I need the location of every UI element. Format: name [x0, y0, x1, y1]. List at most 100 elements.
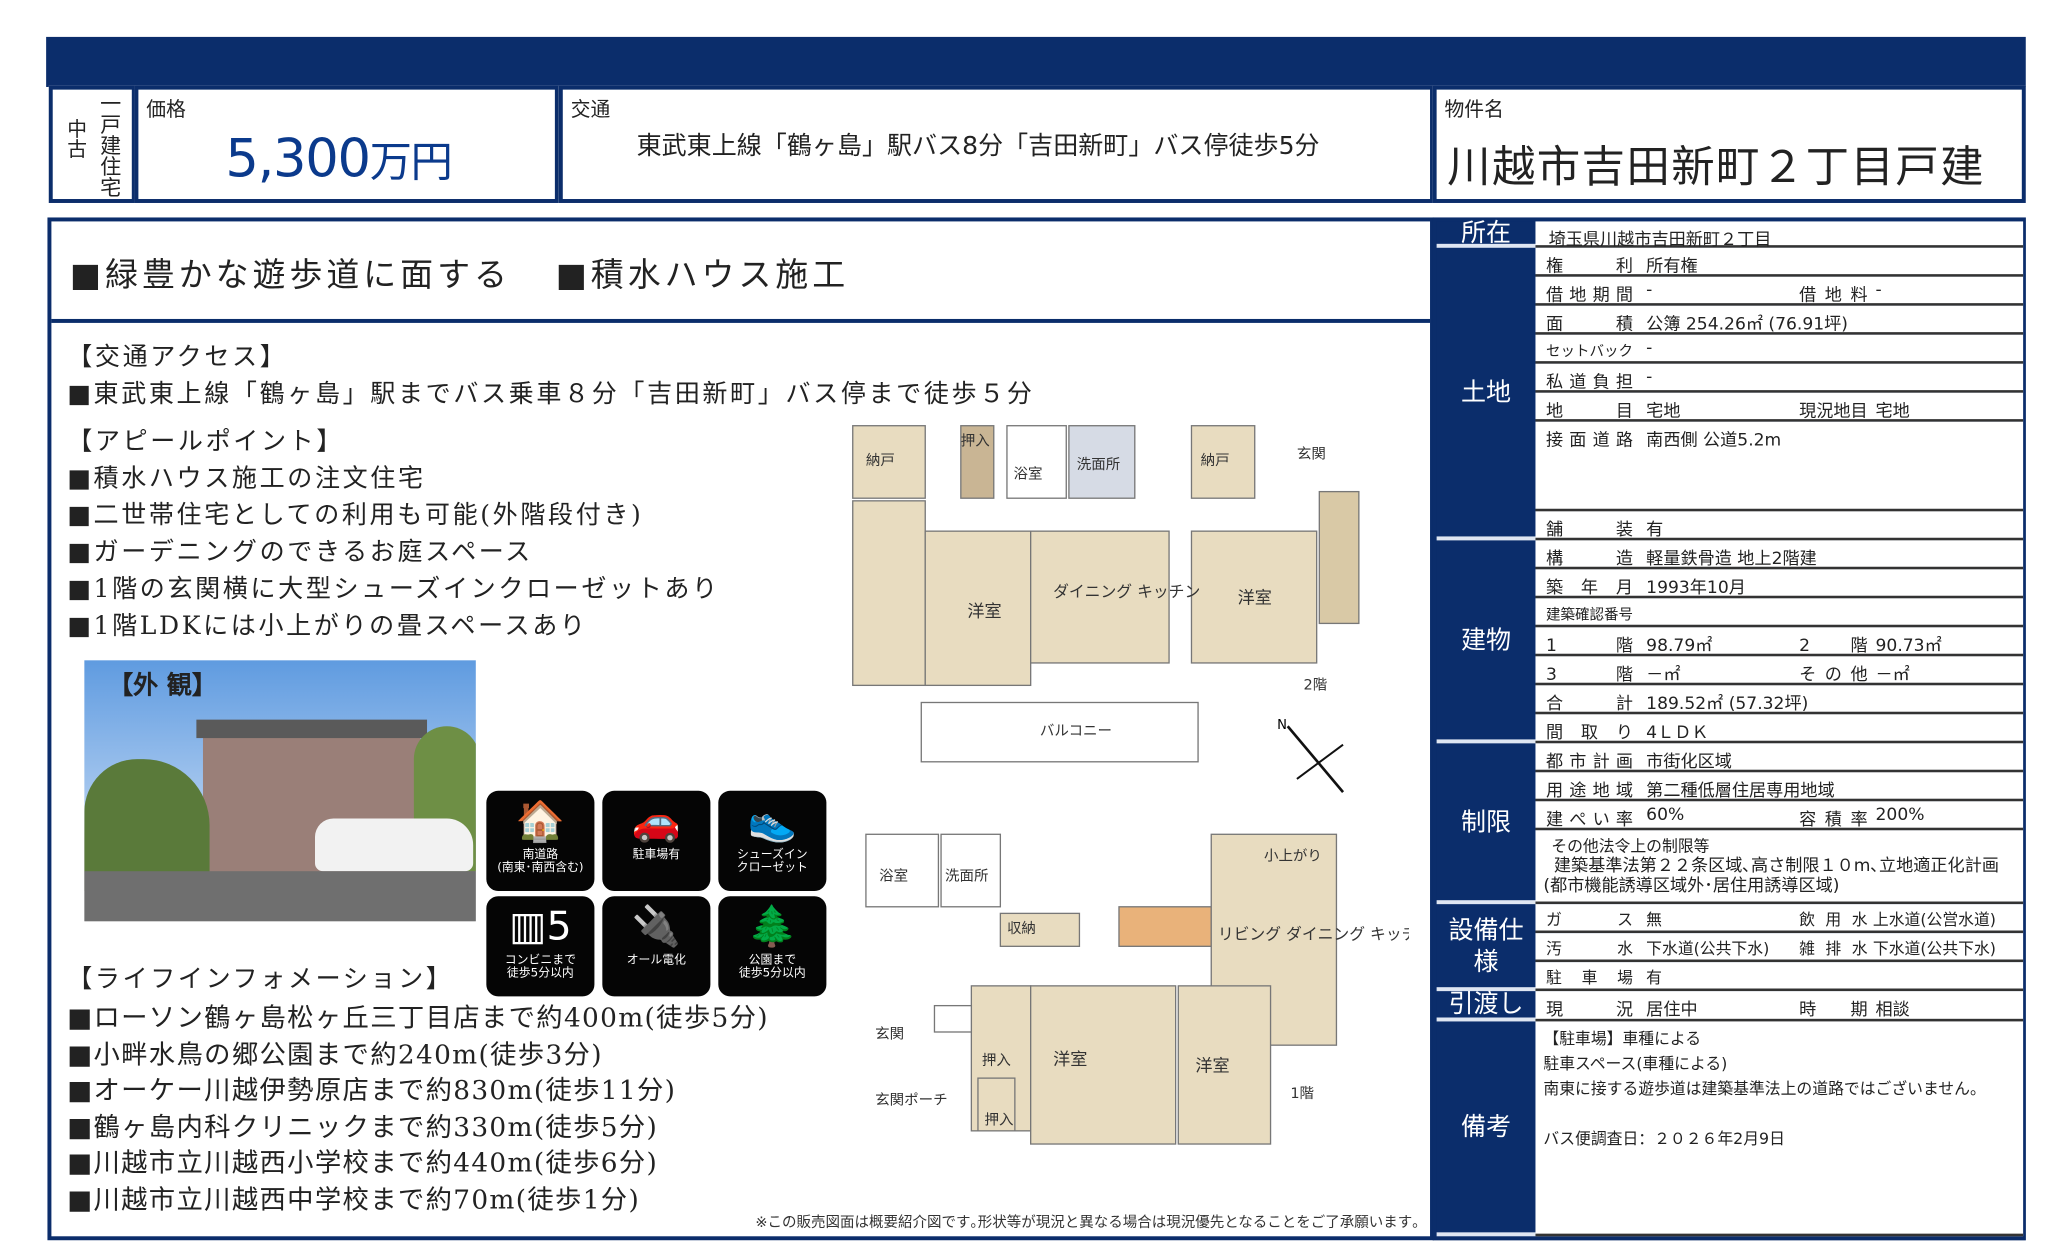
- room: [1190, 530, 1318, 664]
- appeal-title: 【アピールポイント】: [67, 427, 345, 457]
- room-label: 洋室: [1053, 1050, 1087, 1070]
- all-electric-icon-glyph: 🔌: [631, 904, 681, 951]
- remark-line: 駐車スペース(車種による): [1543, 1054, 1728, 1073]
- headline: ■緑豊かな遊歩道に面する■積水ハウス施工: [51, 221, 1431, 323]
- type-main: 一戸建住宅: [96, 92, 122, 198]
- icon-label: シューズイン: [737, 848, 808, 862]
- building-row: 構造軽量鉄骨造 地上2階建: [1535, 540, 2024, 570]
- type-sub: 中古: [64, 118, 89, 159]
- room-label: 玄関: [875, 1026, 904, 1043]
- row-k: 接面道路: [1546, 430, 1634, 451]
- life-item: ■小畔水鳥の郷公園まで約240m(徒歩3分): [67, 1037, 603, 1070]
- row-v2: －㎡: [1875, 665, 1910, 686]
- row-v: 軽量鉄骨造 地上2階建: [1646, 549, 1817, 570]
- south-road-icon-glyph: 🏠: [515, 798, 565, 845]
- room: [1006, 425, 1067, 499]
- room: [852, 425, 926, 499]
- row-k: 3 階: [1546, 665, 1634, 686]
- row-v: 第二種低層住居専用地域: [1646, 781, 1835, 802]
- land-row: 面積公簿 254.26㎡ (76.91坪): [1535, 305, 2024, 335]
- price-label: 価格: [146, 97, 186, 122]
- room: [1190, 425, 1256, 499]
- convenience-store-icon-glyph: ▥5: [509, 904, 572, 951]
- property-name-cell: 物件名 川越市吉田新町２丁目戸建: [1432, 85, 2026, 203]
- room-label: 小上がり: [1264, 848, 1322, 865]
- life-item: ■川越市立川越西小学校まで約440m(徒歩6分): [67, 1146, 659, 1179]
- transport-value: 東武東上線「鶴ヶ島」駅バス8分「吉田新町」バス停徒歩5分: [636, 131, 1320, 161]
- all-electric-icon: 🔌オール電化: [602, 896, 711, 997]
- land-row: 地目宅地現況地目宅地: [1535, 392, 2024, 422]
- south-road-icon: 🏠南道路(南東･南西含む): [486, 790, 595, 891]
- room-label: 浴室: [879, 867, 908, 884]
- remark-line: 【駐車場】車種による: [1543, 1029, 1702, 1048]
- row-k: 地目: [1546, 401, 1634, 422]
- property-name: 川越市吉田新町２丁目戸建: [1447, 141, 1985, 193]
- floorplan-2f: 納戸浴室洗面所納戸洋室ダイニング キッチン洋室バルコニー押入玄関2階: [852, 425, 1360, 763]
- row-v: 市街化区域: [1646, 752, 1732, 773]
- life-item: ■鶴ヶ島内科クリニックまで約330m(徒歩5分): [67, 1110, 659, 1143]
- room-label: ダイニング キッチン: [1053, 582, 1200, 601]
- life-item: ■ローソン鶴ヶ島松ヶ丘三丁目店まで約400m(徒歩5分): [67, 1001, 769, 1034]
- row-k: 用途地域: [1546, 781, 1634, 802]
- row-v: 公簿 254.26㎡ (76.91坪): [1646, 315, 1849, 335]
- facility-row: ガス無飲用水上水道(公営水道): [1535, 904, 2024, 934]
- room-label: 洋室: [1238, 589, 1272, 609]
- svg-text:N: N: [1277, 718, 1287, 733]
- row-k: 駐車場: [1546, 968, 1634, 988]
- park-icon-glyph: 🌲: [747, 904, 797, 951]
- room-label: 1階: [1290, 1085, 1314, 1102]
- room-label: 洗面所: [1077, 456, 1120, 473]
- room: [1068, 425, 1136, 499]
- transport-label: 交通: [570, 97, 611, 122]
- land-cat: 土地: [1436, 248, 1536, 541]
- icon-sublabel: クローゼット: [736, 861, 808, 876]
- row-k: 私道負担: [1546, 372, 1634, 393]
- building-cat: 建物: [1436, 540, 1536, 744]
- room-label: 洗面所: [945, 867, 988, 884]
- room: [1177, 985, 1272, 1145]
- photo-caption: 【外 観】: [108, 670, 217, 700]
- row-k: ガス: [1546, 910, 1634, 930]
- access-title: 【交通アクセス】: [67, 342, 288, 372]
- life-item: ■川越市立川越西中学校まで約70m(徒歩1分): [67, 1182, 641, 1215]
- row-v2: -: [1875, 280, 1882, 301]
- restriction-row: 都市計画市街化区域: [1535, 743, 2024, 773]
- restriction-cat: 制限: [1436, 743, 1536, 905]
- room-label: 押入: [982, 1052, 1011, 1069]
- remark-line: 南東に接する遊歩道は建築基準法上の道路ではございません。: [1543, 1079, 1986, 1098]
- row-k: 現況: [1546, 1000, 1634, 1021]
- parking-icon-glyph: 🚗: [631, 798, 681, 845]
- room: [977, 1077, 1016, 1132]
- room-label: 押入: [985, 1111, 1014, 1128]
- row-k: 借地期間: [1546, 286, 1634, 306]
- row-k2: 2 階: [1799, 636, 1868, 657]
- location-row: 埼玉県川越市吉田新町２丁目: [1535, 221, 2024, 250]
- row-k: 1 階: [1546, 636, 1634, 657]
- shoe-closet-icon: 👟シューズインクローゼット: [718, 790, 827, 891]
- price-value: 5,300万円: [225, 129, 452, 190]
- room: [852, 500, 926, 687]
- row-k2: 飲用水: [1799, 910, 1868, 930]
- land-row: 借地期間-借地料-: [1535, 276, 2024, 306]
- other-restrictions-value: 建築基準法第２２条区域､高さ制限１０m､立地適正化計画(都市機能誘導区域外･居住…: [1543, 856, 1999, 897]
- room-label: 洋室: [1195, 1057, 1229, 1077]
- remark-line: バス便調査日：２０２６年2月9日: [1543, 1129, 1785, 1148]
- row-k2: 容積率: [1799, 810, 1868, 831]
- row-v: 有: [1646, 968, 1663, 988]
- room: [924, 530, 1032, 687]
- icon-label: 公園まで: [748, 954, 797, 968]
- row-v: 98.79㎡: [1646, 636, 1713, 657]
- room: [999, 912, 1081, 947]
- room: [1030, 985, 1177, 1145]
- row-v: 所有権: [1646, 257, 1698, 277]
- restriction-row: 用途地域第二種低層住居専用地域: [1535, 772, 2024, 802]
- room-label: 押入: [961, 432, 990, 449]
- row-v2: 下水道(公共下水): [1872, 939, 1996, 959]
